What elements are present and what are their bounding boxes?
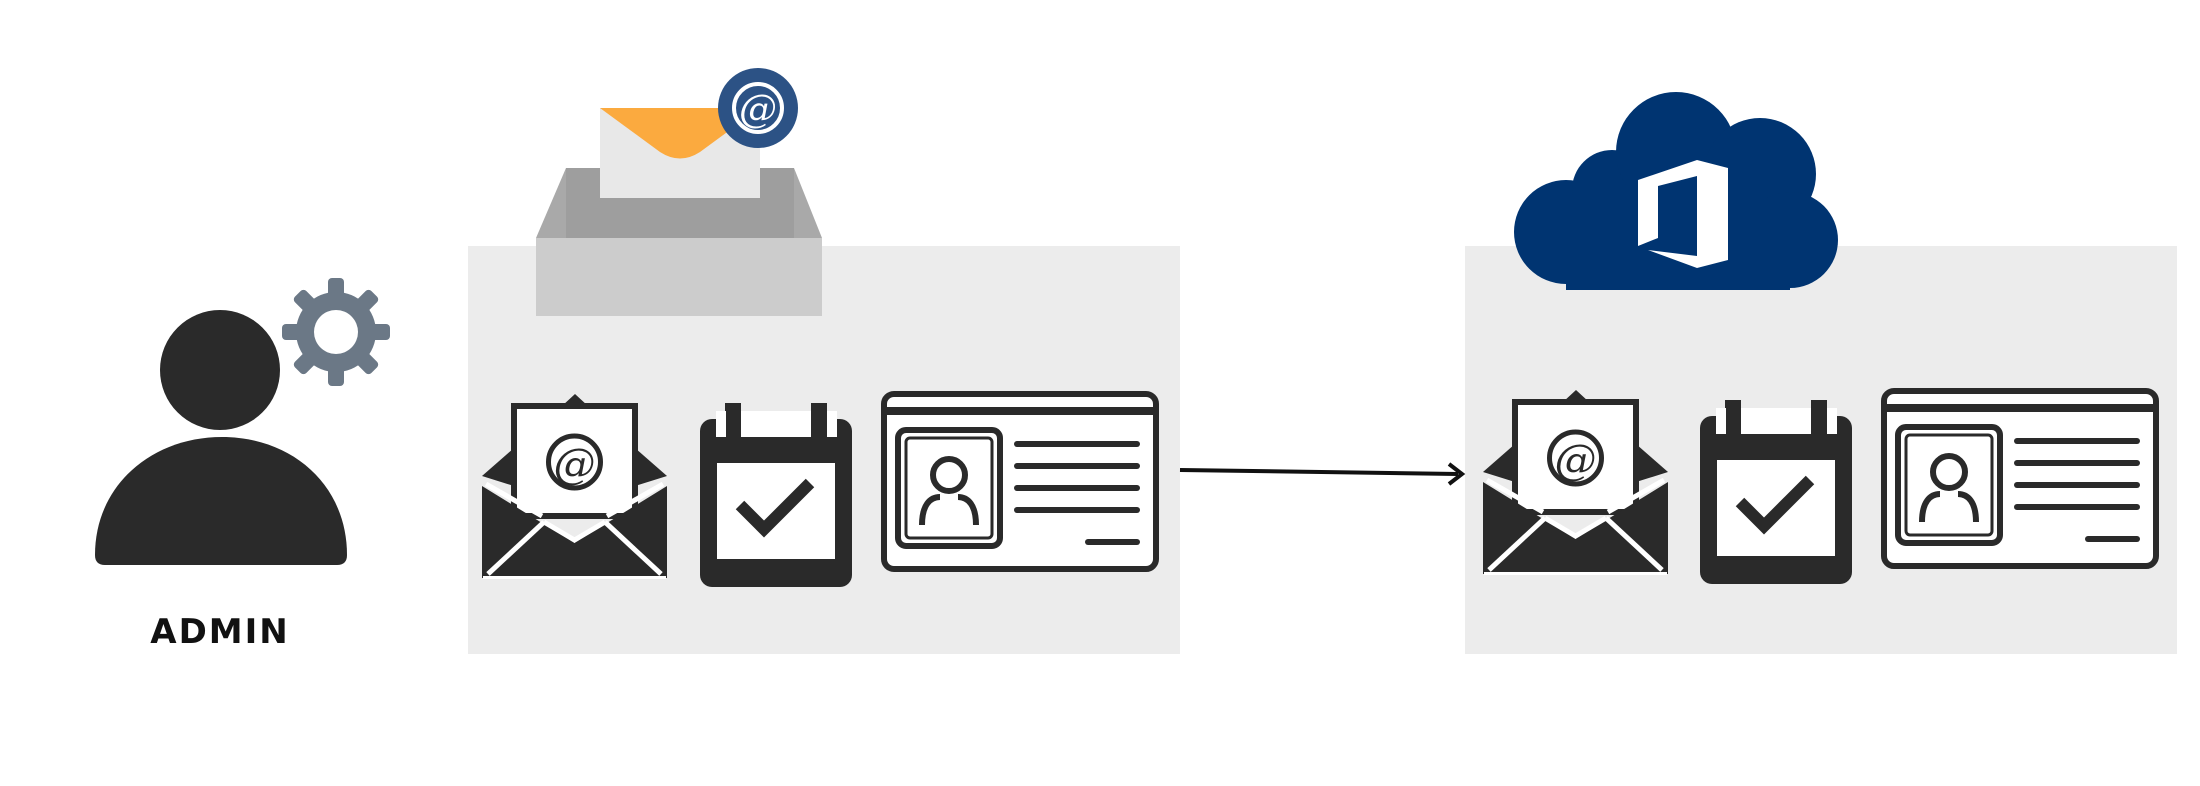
gear-icon — [282, 278, 390, 386]
destination-contacts-icon — [1884, 391, 2156, 566]
arrow-right-icon — [1179, 462, 1466, 486]
email-inbox-tray-icon — [536, 108, 822, 316]
svg-text:@: @ — [739, 87, 777, 131]
source-contacts-icon — [884, 394, 1156, 569]
destination-calendar-icon — [1700, 400, 1852, 584]
admin-label: ADMIN — [150, 612, 290, 652]
office-cloud-icon — [1514, 92, 1838, 290]
at-sign-icon: @ — [718, 68, 798, 148]
source-calendar-icon — [700, 403, 852, 587]
admin-user-icon — [95, 310, 347, 565]
